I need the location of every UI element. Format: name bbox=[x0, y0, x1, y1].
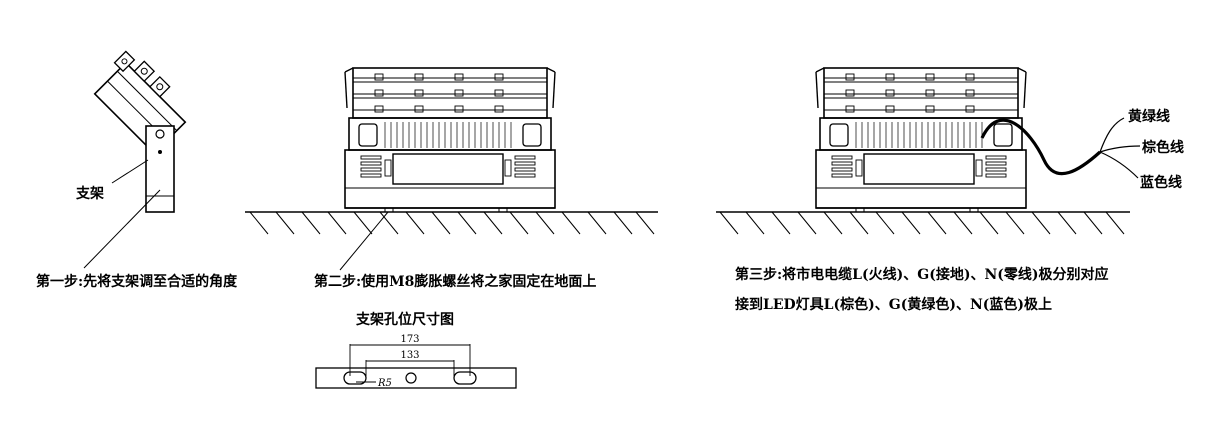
wire-yellow-green-label: 黄绿线 bbox=[1128, 109, 1170, 125]
step3-caption-line1: 第三步:将市电电缆L(火线)、G(接地)、N(零线)极分别对应 bbox=[735, 267, 1109, 283]
bracket-leader bbox=[111, 159, 149, 184]
wire-blue bbox=[1099, 151, 1139, 179]
ground-hatching-3 bbox=[719, 211, 1125, 235]
tilted-lamp bbox=[93, 50, 187, 155]
step2-figure bbox=[245, 67, 658, 271]
slot-right bbox=[453, 371, 477, 385]
mains-cable bbox=[980, 118, 1102, 176]
bracket-plate bbox=[315, 367, 517, 389]
bracket-label: 支架 bbox=[76, 186, 104, 202]
hole-diagram-title: 支架孔位尺寸图 bbox=[356, 312, 454, 328]
step1-figure bbox=[83, 50, 187, 269]
step1-leader bbox=[83, 189, 161, 269]
wire-yellow-green bbox=[1099, 117, 1125, 153]
step2-leader bbox=[339, 211, 389, 271]
slot-left bbox=[343, 371, 367, 385]
wire-brown-label: 棕色线 bbox=[1142, 140, 1184, 156]
dim-inner-label: 133 bbox=[400, 350, 419, 361]
step3-caption-line2: 接到LED灯具L(棕色)、G(黄绿色)、N(蓝色)极上 bbox=[735, 297, 1052, 313]
hole-dimension-diagram bbox=[315, 344, 517, 389]
ground-hatching bbox=[249, 211, 655, 235]
wire-brown bbox=[1099, 145, 1141, 153]
radius-label: R5 bbox=[377, 378, 392, 389]
center-hole bbox=[405, 372, 417, 384]
bracket-arm bbox=[145, 125, 175, 213]
dim-outer-label: 173 bbox=[400, 334, 419, 345]
step1-caption: 第一步:先将支架调至合适的角度 bbox=[36, 274, 238, 290]
wire-blue-label: 蓝色线 bbox=[1140, 175, 1182, 191]
step3-figure bbox=[716, 67, 1141, 235]
step2-caption: 第二步:使用M8膨胀螺丝将之家固定在地面上 bbox=[314, 274, 597, 290]
